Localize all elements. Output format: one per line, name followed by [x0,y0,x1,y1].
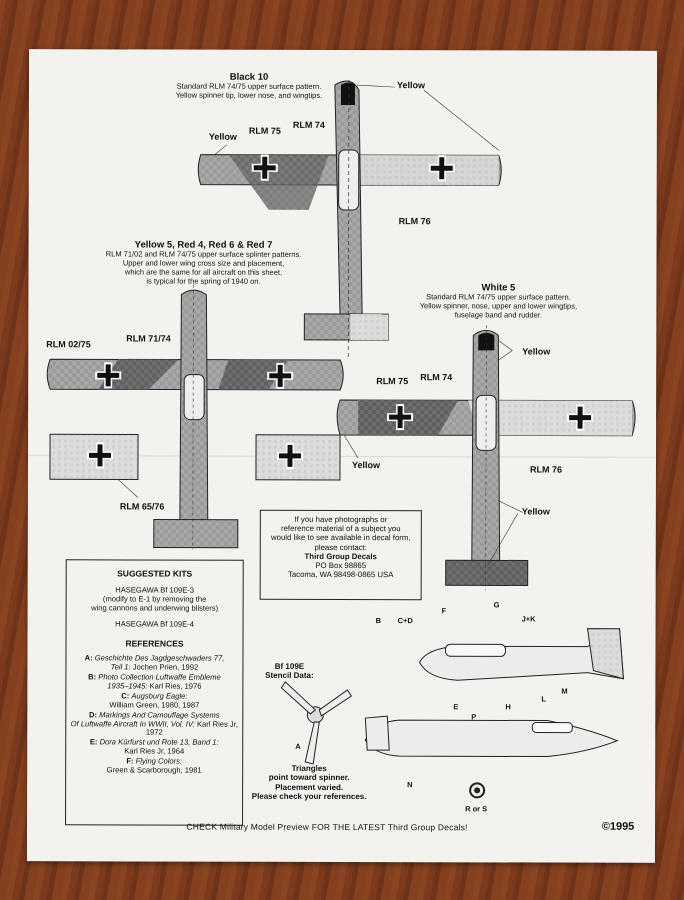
footer-text: CHECK Military Model Preview FOR THE LAT… [186,821,468,833]
reference-title: Flying Colors: [135,756,183,766]
black-10-rlm75-label: RLM 75 [248,125,281,136]
black-10-yellow-right-label: Yellow [396,80,425,91]
reference-title: Augsburg Eagle: [131,691,188,701]
reference-subtitle: 1935–1945: [107,681,148,691]
reference-item: C: Augsburg Eagle:William Green, 1980, 1… [66,691,242,710]
reference-title: Dora Kürfurst und Rote 13, Band 1: [99,737,219,748]
yellow-5-rlm6576-label: RLM 65/76 [119,501,165,512]
contact-line-2: reference material of a subject you [280,524,401,534]
stencil-letter-a: A [295,741,301,751]
stencil-letter-l: L [541,694,546,704]
suggested-kits-heading: SUGGESTED KITS [117,568,193,579]
reference-author: Jochen Prien, 1992 [132,662,199,672]
reference-title: Photo Collection Luftwaffe Embleme [98,672,221,682]
stencil-letter-h: H [505,702,511,712]
kit-2: HASEGAWA Bf 109E-4 [115,619,194,629]
contact-company: Third Group Decals [304,551,377,561]
white-5-rlm76-label: RLM 76 [529,464,562,475]
reference-item: E: Dora Kürfurst und Rote 13, Band 1:Kar… [66,737,242,757]
reference-key: D: [89,709,98,719]
stencil-title-2: Stencil Data: [265,671,314,681]
white-5-yellow-bottom-label: Yellow [521,506,550,517]
stencil-side-profiles [364,627,624,799]
copyright: ©1995 [601,820,635,833]
black-10-plan-view [197,80,502,361]
contact-po-box: PO Box 98865 [315,560,367,571]
suggested-kits-box: SUGGESTED KITS HASEGAWA Bf 109E-3 (modif… [65,559,244,826]
stencil-letter-p: P [471,712,477,722]
reference-author: William Green, 1980, 1987 [109,700,200,710]
stencil-note-1: Triangles [291,763,327,773]
reference-subtitle: Teil 1: [110,662,131,672]
contact-address: Tacoma, WA 98498-0865 USA [287,569,394,580]
stencil-letter-cd: C+D [397,616,413,626]
reference-key: B: [88,672,97,682]
stencil-note-4: Please check your references. [251,792,367,802]
reference-title: Geschichte Des Jagdgeschwaders 77, [94,653,225,663]
reference-subtitle: Of Luftwaffe Aircraft In WWII, Vol. IV: [70,718,195,729]
contact-line-1: If you have photographs or [294,514,388,525]
aircraft-drawings [46,80,636,799]
stencil-note-2: point toward spinner. [268,773,350,783]
stencil-letter-m: M [561,686,568,696]
yellow-5-plan-view [46,284,344,550]
reference-title: Markings And Camouflage Systems [99,709,220,720]
stencil-letter-b: B [375,616,382,626]
reference-author: Green & Scarborough, 1981 [106,765,202,775]
propeller-drawing [280,681,353,765]
reference-item: A: Geschichte Des Jagdgeschwaders 77,Tei… [66,653,242,672]
reference-author: Karl Ries Jr, 1964 [124,746,185,756]
yellow-5-rlm0275-label: RLM 02/75 [46,339,91,350]
white-5-yellow-left-label: Yellow [351,460,381,471]
kit-1-note-2: wing cannons and underwing blisters) [91,603,219,613]
reference-key: A: [84,653,93,663]
white-5-plan-view [336,325,636,591]
stencil-title: Bf 109E Stencil Data: [249,662,329,681]
black-10-caption: Black 10 Standard RLM 74/75 upper surfac… [149,71,349,100]
references-heading: REFERENCES [125,638,184,649]
reference-key: E: [89,737,98,747]
references-list: A: Geschichte Des Jagdgeschwaders 77,Tei… [66,653,242,776]
black-10-desc-2: Yellow spinner tip, lower nose, and wing… [175,90,323,100]
reference-key: C: [121,691,130,701]
stencil-letter-rs: R or S [465,804,488,814]
stencil-letter-e: E [453,702,459,712]
white-5-yellow-top-label: Yellow [522,346,551,357]
contact-box: If you have photographs or reference mat… [259,509,422,601]
reference-author: Karl Ries, 1976 [149,681,202,691]
contact-line-4: please contact: [314,542,367,552]
stencil-title-1: Bf 109E [274,661,305,671]
white-5-rlm74-label: RLM 74 [420,372,453,383]
black-10-rlm74-label: RLM 74 [292,119,325,130]
stencil-letter-n: N [407,780,413,790]
black-10-rlm76-label: RLM 76 [398,216,431,227]
stencil-note-3: Placement varied. [275,782,344,792]
yellow-5-rlm7174-label: RLM 71/74 [126,333,171,344]
reference-key: F: [126,756,134,766]
callout-lines [117,84,523,566]
stencil-letter-f: F [441,606,447,616]
white-5-rlm75-label: RLM 75 [376,376,409,387]
decal-instruction-sheet: Black 10 Standard RLM 74/75 upper surfac… [26,49,658,863]
yellow-5-desc-4: is typical for the spring of 1940 on. [146,276,261,286]
yellow-5-caption: Yellow 5, Red 4, Red 6 & Red 7 RLM 71/02… [78,239,328,286]
stencil-notes: Triangles point toward spinner. Placemen… [239,764,379,802]
reference-item: F: Flying Colors:Green & Scarborough, 19… [66,756,242,776]
contact-line-3: would like to see available in decal for… [270,533,411,543]
stencil-letter-jk: J+K [521,614,536,624]
stencil-letter-g: G [493,600,500,610]
white-5-caption: White 5 Standard RLM 74/75 upper surface… [398,282,598,320]
black-10-yellow-left-label: Yellow [208,131,237,142]
white-5-desc-3: fuselage band and rudder. [454,310,542,320]
